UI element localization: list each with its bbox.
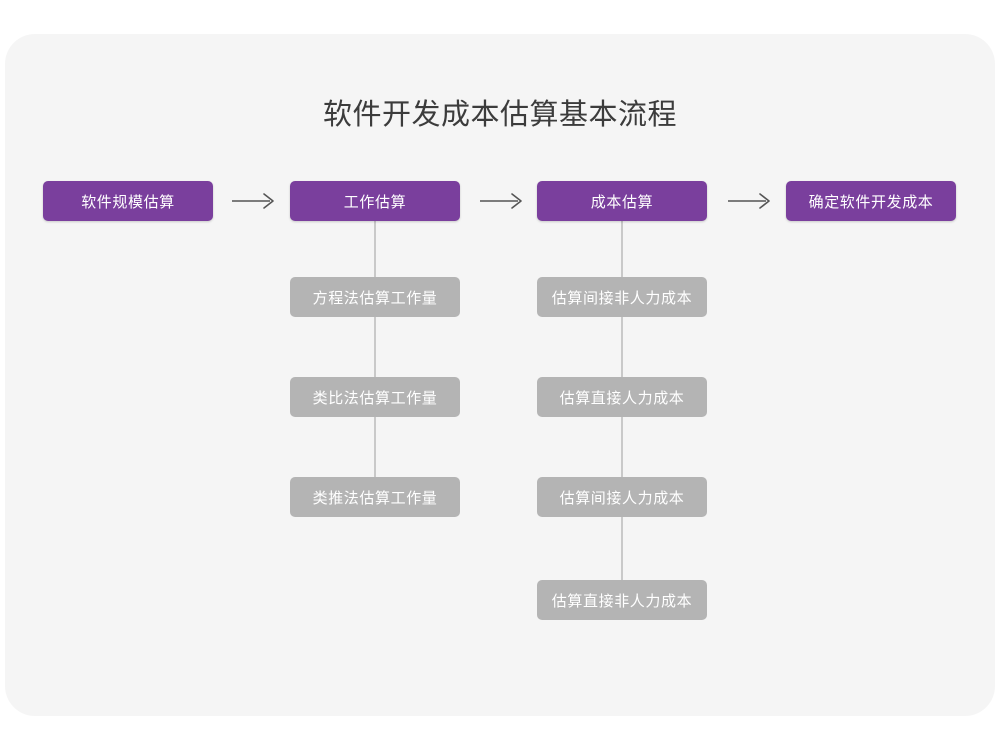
arrow-stage1-to-stage2 (232, 193, 274, 209)
node-cost-item-1[interactable]: 估算间接非人力成本 (537, 277, 707, 317)
arrow-stage3-to-stage4 (728, 193, 770, 209)
page-title: 软件开发成本估算基本流程 (322, 99, 677, 131)
node-work-method-1[interactable]: 方程法估算工作量 (290, 277, 460, 317)
arrow-stage2-to-stage3 (480, 193, 522, 209)
node-cost-item-4[interactable]: 估算直接非人力成本 (537, 580, 707, 620)
connector-line-stage2-branch (374, 217, 376, 517)
node-stage-4[interactable]: 确定软件开发成本 (786, 181, 956, 221)
diagram-card-background (5, 34, 995, 716)
node-work-method-3[interactable]: 类推法估算工作量 (290, 477, 460, 517)
node-stage-2[interactable]: 工作估算 (290, 181, 460, 221)
node-stage-1[interactable]: 软件规模估算 (43, 181, 213, 221)
node-cost-item-3[interactable]: 估算间接人力成本 (537, 477, 707, 517)
node-work-method-2[interactable]: 类比法估算工作量 (290, 377, 460, 417)
node-cost-item-2[interactable]: 估算直接人力成本 (537, 377, 707, 417)
node-stage-3[interactable]: 成本估算 (537, 181, 707, 221)
connector-line-stage3-branch (621, 217, 623, 620)
